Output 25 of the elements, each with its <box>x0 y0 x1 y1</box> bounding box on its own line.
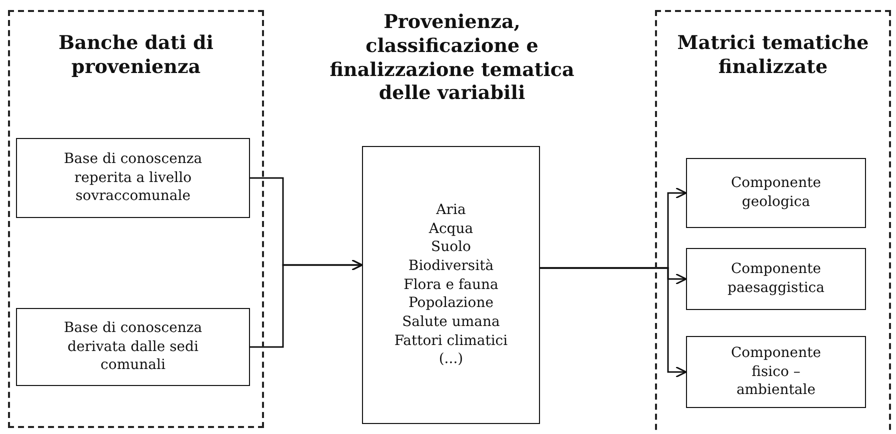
process-box <box>16 308 250 386</box>
heading: Matrici tematiche finalizzate <box>676 32 870 80</box>
process-box <box>16 138 250 218</box>
list-item: Fattori climatici <box>394 332 508 350</box>
list-item: (...) <box>438 350 464 369</box>
box-text: Componente fisico – ambientale <box>730 344 822 400</box>
box-text: Base di conoscenza reperita a livello sovraccomunale <box>62 150 204 206</box>
process-box <box>686 158 866 228</box>
list-item: Salute umana <box>402 312 500 332</box>
list-item: Suolo <box>431 238 471 258</box>
process-box <box>686 248 866 310</box>
list-item: Aria <box>436 201 466 220</box>
box-text: Base di conoscenza derivata dalle sedi comunali <box>62 318 204 376</box>
heading: Banche dati di provenienza <box>58 32 214 80</box>
box-text: Componente geologica <box>730 174 822 212</box>
connector-arrow <box>250 259 363 348</box>
list-item: Acqua <box>428 220 474 238</box>
list-item: Flora e fauna <box>404 276 498 294</box>
list-item: Popolazione <box>408 294 494 313</box>
heading: Provenienza, classificazione e finalizzazione tematica delle variabili <box>328 11 576 106</box>
list-item: Biodiversità <box>408 257 494 276</box>
connector-arrow <box>540 267 687 378</box>
dashed-group-frame <box>8 10 264 428</box>
box-text: Componente paesaggistica <box>726 260 826 298</box>
process-box <box>686 336 866 408</box>
